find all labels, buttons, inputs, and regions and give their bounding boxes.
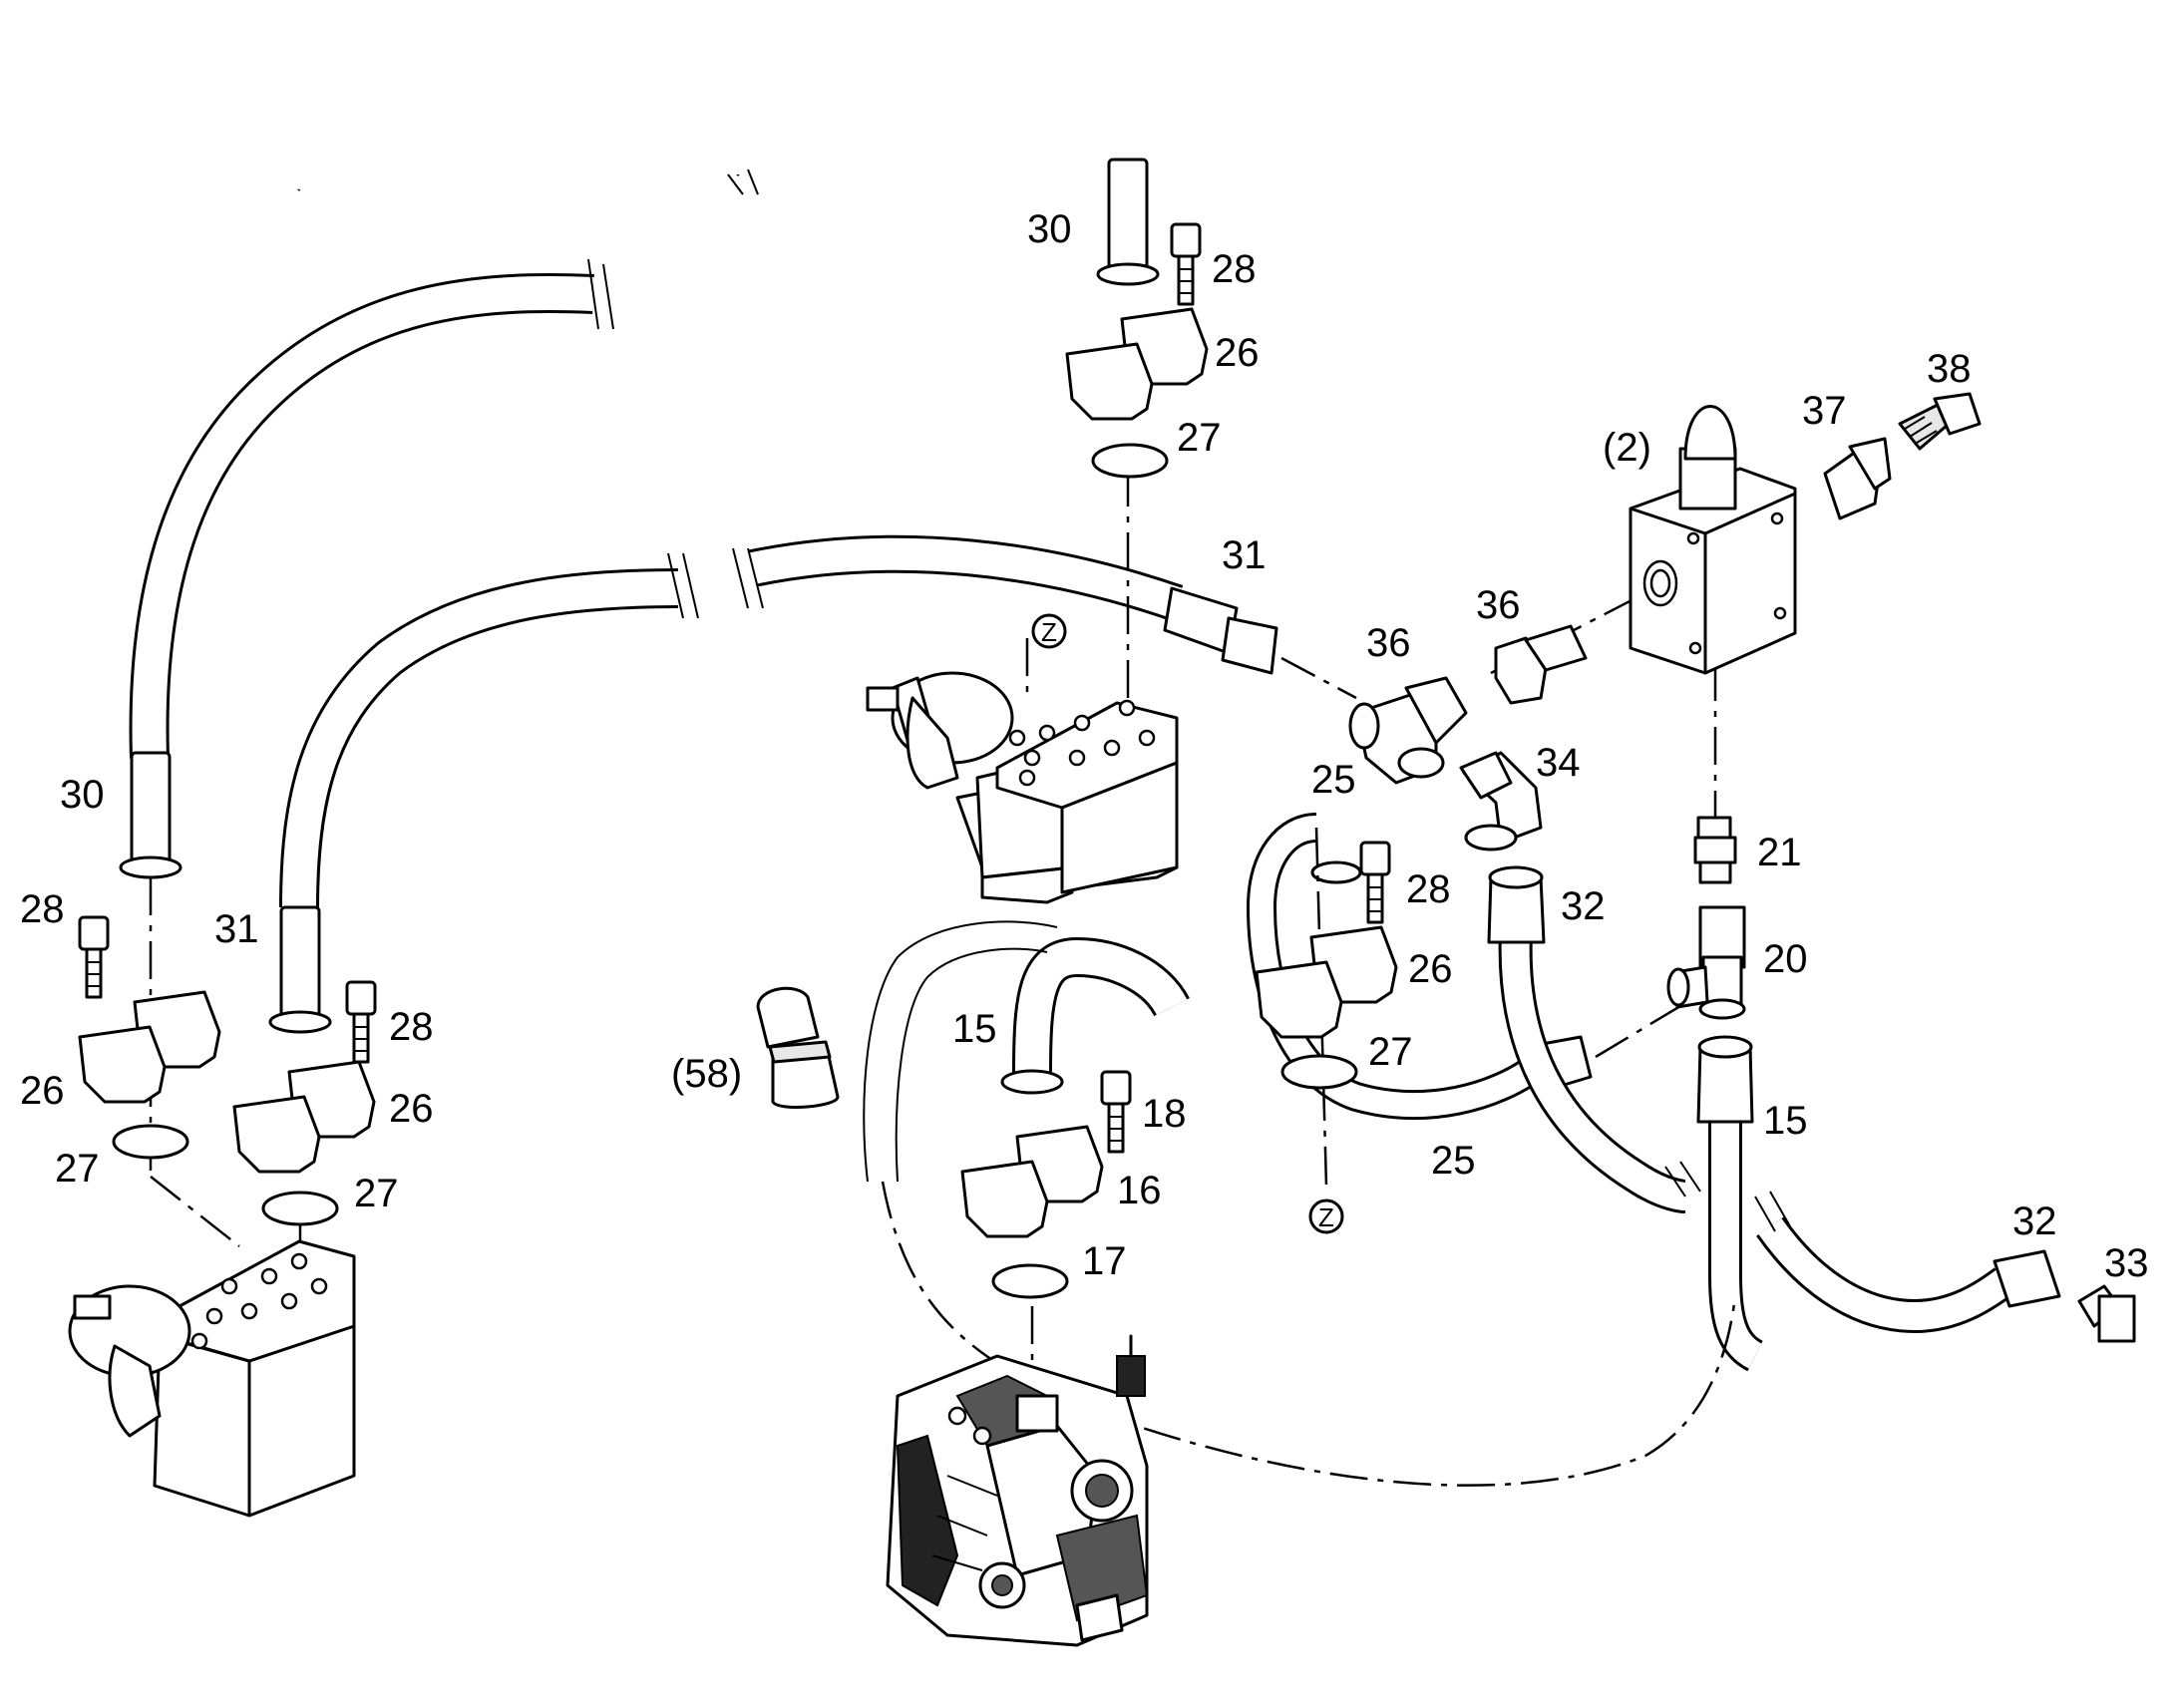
pump-assembly [886, 1334, 1149, 1647]
bolt-28-mid [345, 980, 377, 1064]
clamp-16 [960, 1125, 1104, 1238]
z-marker-bottom-label: Z [1318, 1202, 1334, 1232]
fitting-36-tee [1348, 676, 1468, 785]
callout-26-left: 26 [20, 1069, 65, 1113]
hose-32-lower [1756, 1216, 2061, 1334]
callout-25-top: 25 [1311, 758, 1356, 802]
callout-27-left: 27 [55, 1147, 100, 1191]
callout-26-right: 26 [1408, 947, 1453, 991]
callout-32-upper: 32 [1561, 884, 1606, 928]
callout-17: 17 [1082, 1239, 1127, 1283]
hose-30-top [283, 3, 1160, 286]
bolt-28-right [1359, 841, 1391, 924]
callout-32-lower: 32 [2012, 1199, 2057, 1243]
callout-38: 38 [1927, 347, 1972, 391]
clamp-26-right [1255, 925, 1398, 1039]
callout-20: 20 [1763, 937, 1808, 981]
hose-31-left [268, 568, 679, 1034]
callout-labels: 30 28 26 27 31 36 36 (2) 37 38 30 28 31 … [20, 207, 2149, 1285]
fitting-37 [1823, 437, 1892, 520]
callout-15-centre: 15 [952, 1007, 997, 1051]
callout-26-mid: 26 [389, 1087, 434, 1131]
hose-15-right [1696, 1035, 1764, 1372]
cap-58 [756, 986, 840, 1109]
elbow-34 [1459, 751, 1543, 852]
callout-15-right: 15 [1763, 1099, 1808, 1143]
callout-31-top: 31 [1222, 533, 1267, 577]
callout-21: 21 [1757, 831, 1802, 874]
clamp-26-mid [232, 1060, 376, 1174]
callout-18: 18 [1142, 1092, 1187, 1136]
clamp-26-top [1065, 307, 1209, 421]
z-marker-top: Z [1031, 613, 1067, 649]
o-rings [112, 443, 1358, 1299]
callout-37: 37 [1802, 389, 1847, 433]
callout-34: 34 [1536, 741, 1581, 785]
callout-28-top: 28 [1212, 247, 1257, 291]
callout-28-mid: 28 [389, 1005, 434, 1049]
fitting-21 [1693, 816, 1737, 884]
callout-28-right: 28 [1406, 867, 1451, 911]
callout-30-top: 30 [1027, 207, 1072, 251]
fitting-33 [2077, 1284, 2136, 1343]
fitting-38 [1898, 392, 1982, 451]
callout-27-right: 27 [1368, 1030, 1413, 1074]
motor-left [68, 1239, 356, 1518]
valve-block [1629, 405, 1797, 675]
hose-31-upper [749, 534, 1278, 675]
callout-2: (2) [1603, 426, 1651, 470]
callout-25-bottom: 25 [1431, 1139, 1476, 1183]
callout-36-right: 36 [1476, 583, 1521, 627]
callout-27-top: 27 [1177, 416, 1222, 460]
z-marker-bottom: Z [1308, 1198, 1344, 1234]
z-marker-top-label: Z [1041, 617, 1057, 647]
break-marks [587, 169, 1791, 1232]
loop-line [863, 920, 1058, 1183]
fitting-36-straight [1494, 624, 1588, 705]
hose-15-centre [1000, 936, 1190, 1095]
bolt-28-top [1170, 222, 1202, 306]
fitting-20-tee [1666, 905, 1746, 1020]
callout-27-mid: 27 [354, 1172, 399, 1215]
callout-16: 16 [1117, 1169, 1162, 1212]
callout-36-left: 36 [1366, 621, 1411, 665]
callout-30-left: 30 [60, 773, 105, 817]
callout-58: (58) [671, 1052, 742, 1096]
bolt-28-left [78, 915, 110, 999]
callout-33: 33 [2104, 1241, 2149, 1285]
callout-28-left: 28 [20, 887, 65, 931]
callout-26-top: 26 [1215, 331, 1260, 375]
clamp-26-left [78, 990, 221, 1104]
hose-30-left [119, 273, 594, 879]
motor-top [866, 671, 1179, 904]
hose-32-upper [1487, 865, 1686, 1213]
bolt-18 [1100, 1070, 1132, 1154]
callout-31-left: 31 [214, 907, 259, 951]
